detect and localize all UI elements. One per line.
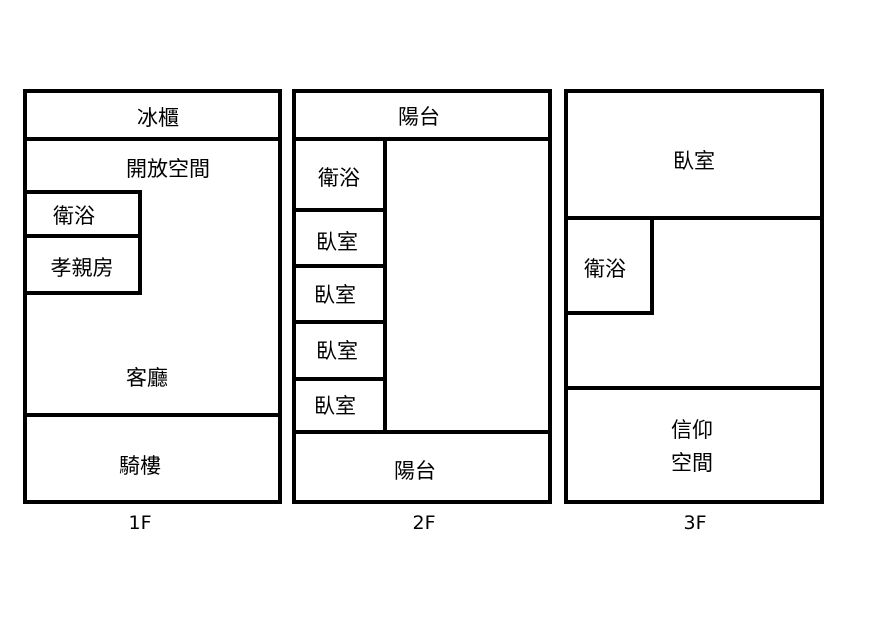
wall — [292, 377, 385, 381]
wall — [23, 137, 282, 141]
wall — [292, 264, 385, 268]
room-bathroom-1f — [23, 190, 142, 295]
outer-wall-1f — [23, 89, 282, 504]
room-label-bedroom: 臥室 — [314, 394, 356, 418]
room-label-open-space: 開放空間 — [126, 157, 210, 181]
floor-label-2f: 2F — [412, 512, 436, 534]
wall — [292, 137, 552, 141]
floor-label-3f: 3F — [683, 512, 707, 534]
wall — [292, 208, 385, 212]
room-label-living-room: 客廳 — [126, 366, 168, 390]
room-label-balcony-top: 陽台 — [398, 105, 440, 129]
room-label-bathroom: 衛浴 — [318, 166, 360, 190]
room-label-balcony-bottom: 陽台 — [394, 459, 436, 483]
room-label-bedroom: 臥室 — [316, 230, 358, 254]
room-label-bedroom: 臥室 — [673, 149, 715, 173]
room-label-bedroom: 臥室 — [316, 339, 358, 363]
wall — [564, 386, 824, 390]
room-bathroom-3f — [564, 216, 654, 315]
wall — [383, 137, 387, 433]
wall — [292, 430, 552, 434]
room-label-worship-space-line1: 信仰 — [671, 418, 713, 442]
wall — [564, 216, 824, 220]
room-label-bathroom: 衛浴 — [584, 257, 626, 281]
outer-wall-2f — [292, 89, 552, 504]
room-label-fridge: 冰櫃 — [137, 106, 179, 130]
wall — [23, 234, 142, 238]
wall — [292, 320, 385, 324]
room-label-worship-space-line2: 空間 — [671, 451, 713, 475]
wall — [23, 413, 282, 417]
room-label-arcade: 騎樓 — [119, 454, 161, 478]
floor-label-1f: 1F — [128, 512, 152, 534]
room-label-bathroom: 衛浴 — [53, 204, 95, 228]
room-label-bedroom: 臥室 — [314, 283, 356, 307]
room-label-elder-room: 孝親房 — [50, 256, 114, 280]
